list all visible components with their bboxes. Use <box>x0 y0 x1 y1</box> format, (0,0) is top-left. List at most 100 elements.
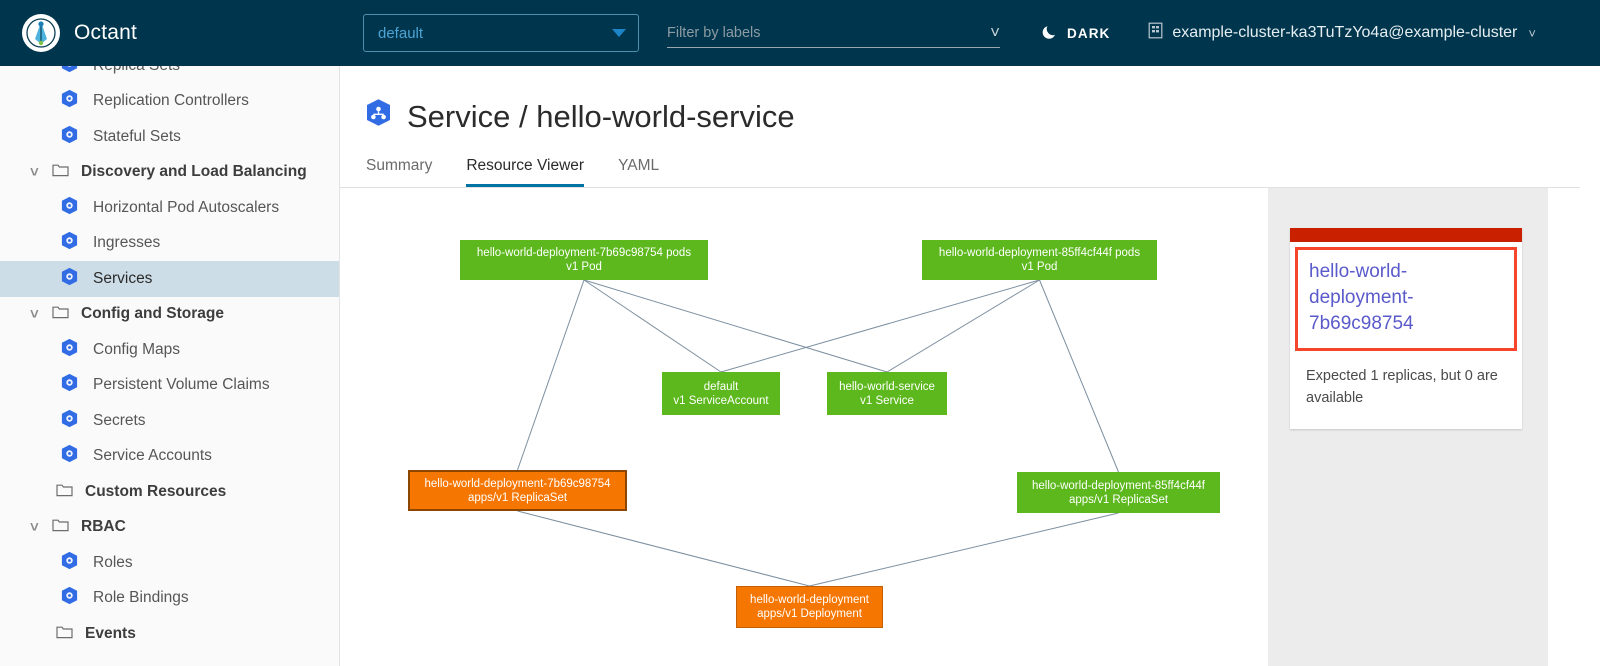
sidebar-list: Replica SetsReplication ControllersState… <box>0 66 339 652</box>
sidebar-item-horizontal-pod-autoscalers[interactable]: Horizontal Pod Autoscalers <box>0 190 339 226</box>
k8s-pvc-icon <box>60 373 79 397</box>
detail-title-link[interactable]: hello-world-deployment-7b69c98754 <box>1295 247 1517 351</box>
k8s-serviceaccount-icon <box>60 444 79 468</box>
sidebar-item-service-accounts[interactable]: Service Accounts <box>0 439 339 475</box>
graph-edge <box>517 510 810 587</box>
sidebar-group-custom-resources[interactable]: Custom Resources <box>0 474 339 510</box>
theme-toggle-label: DARK <box>1067 25 1111 41</box>
theme-toggle-button[interactable]: DARK <box>1042 23 1110 43</box>
sidebar-item-ingresses[interactable]: Ingresses <box>0 226 339 262</box>
sidebar-item-persistent-volume-claims[interactable]: Persistent Volume Claims <box>0 368 339 404</box>
folder-icon <box>56 482 73 502</box>
folder-icon <box>52 162 69 182</box>
k8s-configmap-icon <box>60 338 79 362</box>
k8s-secret-icon <box>60 409 79 433</box>
sidebar-item-services[interactable]: Services <box>0 261 339 297</box>
sidebar-item-label: Horizontal Pod Autoscalers <box>93 198 280 216</box>
chevron-down-icon[interactable]: ˅ <box>30 518 39 536</box>
folder-icon <box>52 517 69 537</box>
detail-card[interactable]: hello-world-deployment-7b69c98754 Expect… <box>1290 228 1522 429</box>
node-line2: v1 Pod <box>1021 261 1058 273</box>
sidebar-group-config-and-storage[interactable]: ˅ Config and Storage <box>0 297 339 333</box>
resource-viewer: hello-world-deployment-7b69c98754 pods v1… <box>340 188 1600 666</box>
sidebar-item-label: Secrets <box>93 411 146 429</box>
sidebar-item-label: Replication Controllers <box>93 92 249 110</box>
sidebar-item-config-maps[interactable]: Config Maps <box>0 332 339 368</box>
sidebar-group-label: Custom Resources <box>85 482 227 500</box>
moon-icon <box>1042 23 1059 43</box>
graph-edge <box>583 279 722 373</box>
sidebar-item-label: Replica Sets <box>93 66 180 75</box>
main-content: Service / hello-world-service Summary Res… <box>340 66 1600 666</box>
label-filter-input[interactable]: Filter by labels ˅ <box>667 18 1000 48</box>
sidebar-group-label: Events <box>85 624 136 642</box>
chevron-down-icon: ˅ <box>990 23 1000 42</box>
sidebar-item-roles[interactable]: Roles <box>0 545 339 581</box>
node-line2: apps/v1 ReplicaSet <box>467 491 568 504</box>
sidebar-item-role-bindings[interactable]: Role Bindings <box>0 581 339 617</box>
namespace-select[interactable]: default <box>363 14 639 52</box>
node-line2: v1 Pod <box>566 261 602 273</box>
k8s-ingress-icon <box>60 231 79 255</box>
k8s-replicaset-icon <box>60 66 79 78</box>
sidebar-group-label: Config and Storage <box>81 305 224 323</box>
k8s-service-icon <box>364 98 393 135</box>
sidebar-item-stateful-sets[interactable]: Stateful Sets <box>0 119 339 155</box>
k8s-role-icon <box>60 551 79 575</box>
tab-yaml[interactable]: YAML <box>618 157 660 174</box>
top-header: Octant default Filter by labels ˅ DARK <box>0 0 1600 66</box>
sidebar-item-replication-controllers[interactable]: Replication Controllers <box>0 84 339 120</box>
detail-message: Expected 1 replicas, but 0 are available <box>1306 368 1498 406</box>
sidebar-group-discovery-and-load-balancing[interactable]: ˅Discovery and Load Balancing <box>0 155 339 191</box>
sidebar-item-secrets[interactable]: Secrets <box>0 403 339 439</box>
graph-edge <box>720 279 1040 373</box>
node-line1: hello-world-service <box>839 380 935 393</box>
graph-node-pod-85ff[interactable]: hello-world-deployment-85ff4cf44f pods v1… <box>922 240 1157 280</box>
node-line1: hello-world-deployment-7b69c98754 pods <box>476 247 692 259</box>
tab-resource-viewer[interactable]: Resource Viewer <box>466 157 585 187</box>
graph-edge <box>583 279 888 373</box>
page-title: Service / hello-world-service <box>340 66 1600 135</box>
node-line1: hello-world-deployment-7b69c98754 <box>424 477 611 490</box>
cluster-selector[interactable]: example-cluster-ka3TuTzYo4a@example-clus… <box>1148 22 1536 44</box>
sidebar-item-replica-sets[interactable]: Replica Sets <box>0 66 339 84</box>
k8s-service-icon <box>60 267 79 291</box>
detail-panel: hello-world-deployment-7b69c98754 Expect… <box>1268 188 1548 666</box>
sidebar-group-label: RBAC <box>81 518 126 536</box>
chevron-down-icon[interactable]: ˅ <box>30 163 39 181</box>
folder-icon <box>56 624 73 644</box>
chevron-down-icon[interactable]: ˅ <box>30 305 39 323</box>
k8s-statefulset-icon <box>60 125 79 149</box>
caret-down-icon <box>612 29 626 37</box>
brand[interactable]: Octant <box>0 14 340 52</box>
resource-graph[interactable]: hello-world-deployment-7b69c98754 pods v1… <box>340 188 1268 666</box>
page-title-text: Service / hello-world-service <box>407 98 795 134</box>
sidebar-group-events[interactable]: Events <box>0 616 339 652</box>
graph-node-pod-7b69[interactable]: hello-world-deployment-7b69c98754 pods v1… <box>460 240 708 280</box>
tab-summary[interactable]: Summary <box>366 157 433 174</box>
namespace-value: default <box>378 24 424 42</box>
cluster-label: example-cluster-ka3TuTzYo4a@example-clus… <box>1172 24 1518 41</box>
tab-bar[interactable]: Summary Resource Viewer YAML <box>340 135 1580 188</box>
graph-edge <box>886 279 1040 373</box>
graph-edge <box>1039 279 1119 473</box>
graph-edge <box>517 279 585 471</box>
sidebar-item-label: Service Accounts <box>93 447 212 465</box>
sidebar-group-rbac[interactable]: ˅ RBAC <box>0 510 339 546</box>
cluster-icon <box>1148 22 1163 44</box>
node-line1: hello-world-deployment-85ff4cf44f pods <box>938 247 1141 259</box>
sidebar-item-label: Stateful Sets <box>93 127 181 145</box>
sidebar-item-label: Config Maps <box>93 340 181 358</box>
chevron-down-icon: ˅ <box>1528 25 1536 41</box>
k8s-hpa-icon <box>60 196 79 220</box>
sidebar-item-label: Services <box>93 269 153 287</box>
sidebar-nav[interactable]: Replica SetsReplication ControllersState… <box>0 66 340 666</box>
brand-name: Octant <box>74 21 138 44</box>
node-line1: hello-world-deployment-85ff4cf44f <box>1031 479 1206 492</box>
node-line2: v1 ServiceAccount <box>673 394 769 407</box>
